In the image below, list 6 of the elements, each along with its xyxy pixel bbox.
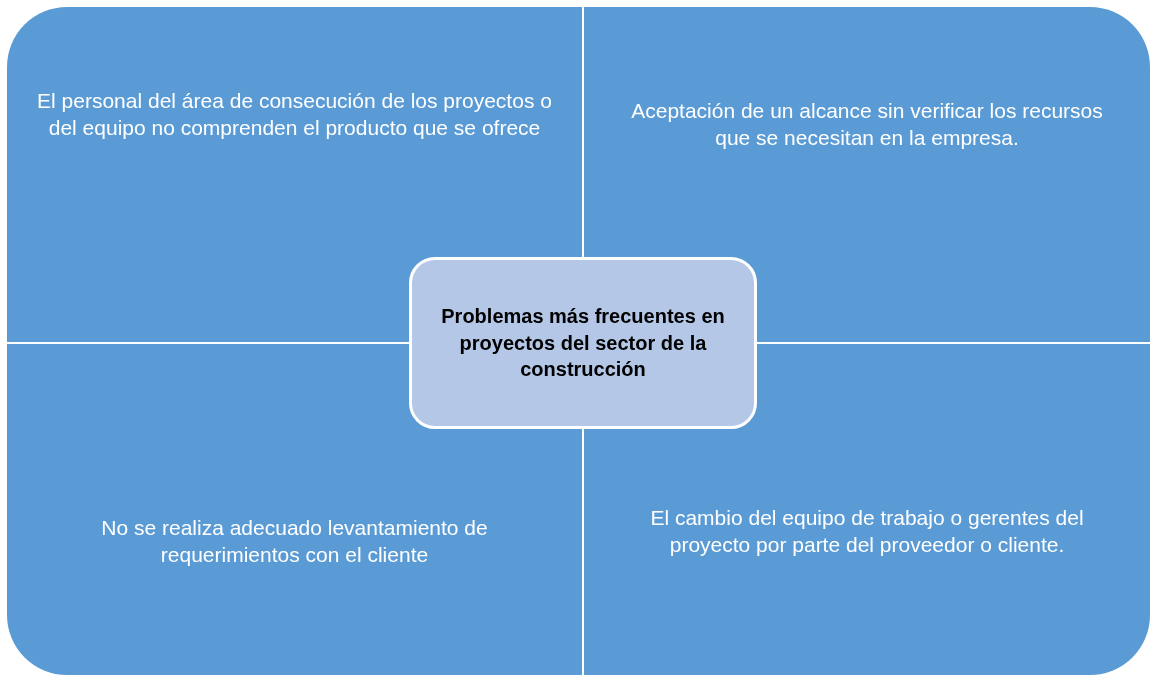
central-topic-box [409,257,757,429]
problem-text: Aceptación de un alcance sin verificar los recursos que se necesitan en la empresa. [630,98,1104,152]
problem-text: El personal del área de consecución de los proyectos o del equipo no comprenden el producto que se ofrece [37,88,552,142]
topic-text: Problemas más frecuentes en proyectos del sector de la construcción [440,304,726,383]
problem-text: No se realiza adecuado levantamiento de requerimientos con el cliente [100,515,489,569]
problem-text: El cambio del equipo de trabajo o gerentes del proyecto por parte del proveedor o cliente. [649,505,1085,559]
